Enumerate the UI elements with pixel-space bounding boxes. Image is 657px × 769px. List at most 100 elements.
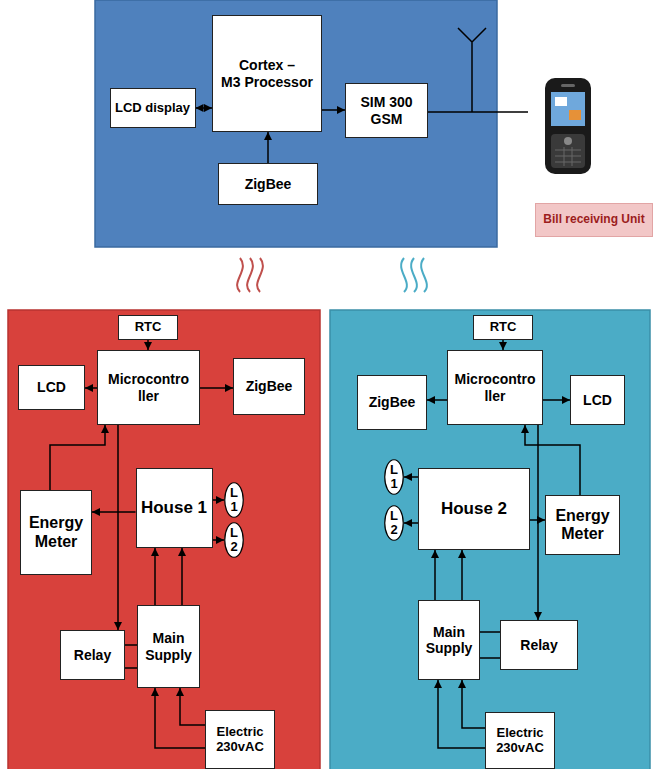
ac-source-box: Electric 230vAC	[205, 710, 275, 769]
load-circle: L 1	[224, 482, 244, 518]
connector-line	[147, 340, 149, 350]
zigbee-box: ZigBee	[218, 163, 318, 205]
connector-line	[502, 340, 504, 350]
phone-keys	[555, 147, 581, 166]
antenna-symbol	[428, 28, 528, 112]
load-circle: L 2	[384, 505, 404, 541]
display-box: LCD display	[110, 88, 196, 128]
connector-line	[180, 688, 205, 725]
wireless-waves	[237, 258, 263, 292]
box-label: ZigBee	[369, 394, 416, 410]
connector-line	[155, 688, 205, 748]
connector	[480, 632, 500, 658]
connector-line	[200, 387, 233, 389]
connector-line	[181, 548, 183, 605]
connector	[503, 340, 504, 350]
connector	[148, 340, 149, 350]
energy-meter-box: Energy Meter	[545, 495, 620, 555]
gsm-module-box: SIM 300 GSM	[345, 83, 428, 138]
connector-line	[427, 399, 447, 401]
connector	[404, 523, 418, 524]
connector-line	[438, 680, 485, 748]
server-panel	[95, 0, 497, 247]
box-label: L 2	[390, 509, 398, 538]
connector-line	[462, 680, 485, 728]
connector-line	[267, 132, 269, 163]
connector	[92, 512, 136, 513]
processor-box: Cortex – M3 Processor	[212, 15, 322, 132]
house-panel	[8, 310, 320, 769]
rtc-box: RTC	[473, 315, 533, 340]
box-label: ZigBee	[246, 378, 293, 394]
house-box: House 1	[136, 468, 213, 548]
wireless-waves	[401, 258, 427, 292]
phone-screen-icon	[555, 97, 567, 106]
connector-line	[322, 109, 345, 111]
box-label: ZigBee	[245, 176, 292, 192]
microcontroller-box: Microcontro ller	[447, 350, 543, 425]
connector	[125, 645, 137, 668]
connector	[525, 425, 580, 495]
box-label: L 1	[390, 463, 398, 492]
connector-line	[154, 548, 156, 605]
phone-keypad	[551, 134, 585, 168]
circle-outline	[385, 506, 404, 541]
box-label: Cortex – M3 Processor	[221, 57, 313, 89]
connector-line	[543, 399, 570, 401]
phone-earpiece	[561, 84, 575, 87]
connector	[200, 388, 233, 389]
connector	[322, 110, 345, 111]
main-supply-box: Main Supply	[418, 600, 480, 680]
connector	[85, 388, 97, 389]
connector	[50, 425, 105, 490]
connector-line	[213, 499, 225, 501]
box-label: Main Supply	[426, 624, 473, 656]
phone-screen	[551, 92, 585, 126]
house-panel	[330, 310, 650, 769]
box-label: LCD	[37, 379, 66, 395]
connector	[438, 680, 485, 748]
box-label: RTC	[490, 320, 517, 335]
box-label: SIM 300 GSM	[360, 94, 412, 126]
energy-meter-box: Energy Meter	[20, 490, 92, 575]
box-label: L 1	[230, 486, 238, 515]
box-label: Relay	[74, 647, 111, 663]
connector	[213, 500, 225, 501]
main-supply-box: Main Supply	[137, 605, 200, 688]
box-label: Main Supply	[145, 630, 192, 662]
box-label: Energy Meter	[29, 514, 83, 551]
zigbee-box: ZigBee	[233, 358, 305, 415]
connector	[538, 425, 539, 620]
connector-line	[85, 387, 97, 389]
box-label: Energy Meter	[555, 507, 609, 544]
connector-line	[480, 631, 500, 633]
box-label: House 2	[441, 499, 507, 519]
box-label: Bill receiving Unit	[543, 213, 644, 227]
box-label: Relay	[520, 637, 557, 653]
ac-source-box: Electric 230vAC	[485, 712, 555, 769]
connector-line	[537, 425, 539, 620]
box-label: RTC	[135, 320, 162, 335]
connector-line	[213, 539, 225, 541]
box-label: Microcontro ller	[455, 371, 536, 403]
connector-line	[125, 644, 137, 646]
connector	[155, 688, 205, 748]
circle-outline	[225, 523, 244, 558]
relay-box: Relay	[500, 620, 578, 670]
box-label: LCD display	[115, 101, 190, 116]
box-label: L 2	[230, 526, 238, 555]
connector-line	[92, 511, 136, 513]
box-label: Electric 230vAC	[496, 726, 544, 756]
display-box: LCD	[570, 375, 625, 425]
mobile-phone	[545, 78, 591, 174]
box-label: Electric 230vAC	[216, 725, 264, 755]
connector-line	[525, 425, 580, 495]
connector	[155, 548, 182, 605]
box-label: House 1	[141, 498, 207, 518]
connector	[404, 477, 418, 478]
circle-outline	[225, 483, 244, 518]
phone-body	[545, 78, 591, 174]
load-circle: L 2	[224, 522, 244, 558]
connector-line	[50, 425, 105, 490]
